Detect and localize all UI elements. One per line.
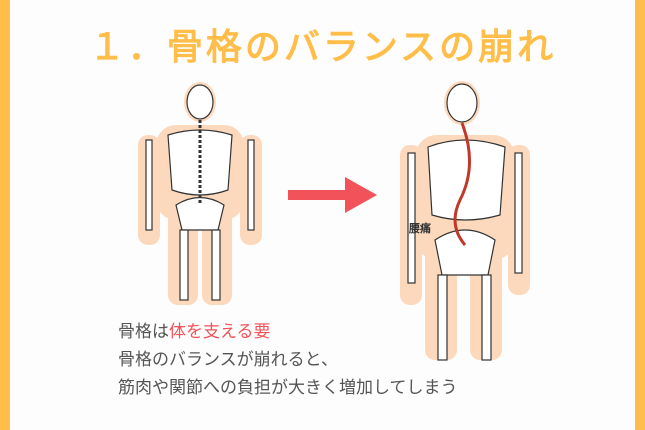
line1-prefix: 骨格は bbox=[118, 322, 169, 342]
normal-skeleton-illustration bbox=[138, 82, 262, 305]
body-line-2: 骨格のバランスが崩れると、 bbox=[118, 350, 338, 370]
arrow-icon bbox=[288, 177, 377, 213]
body-text: 骨格は体を支える要 骨格のバランスが崩れると、 筋肉や関節への負担が大きく増加し… bbox=[118, 318, 458, 402]
body-line-3: 筋肉や関節への負担が大きく増加してしまう bbox=[118, 378, 458, 398]
page-title: １．骨格のバランスの崩れ bbox=[88, 27, 557, 68]
body-line-1: 骨格は体を支える要 bbox=[118, 318, 458, 346]
back-pain-label: 腰痛 bbox=[409, 222, 431, 235]
right-border bbox=[635, 0, 645, 430]
left-border bbox=[0, 0, 10, 430]
misaligned-skeleton-illustration bbox=[400, 81, 530, 361]
line1-highlight: 体を支える要 bbox=[169, 322, 271, 342]
